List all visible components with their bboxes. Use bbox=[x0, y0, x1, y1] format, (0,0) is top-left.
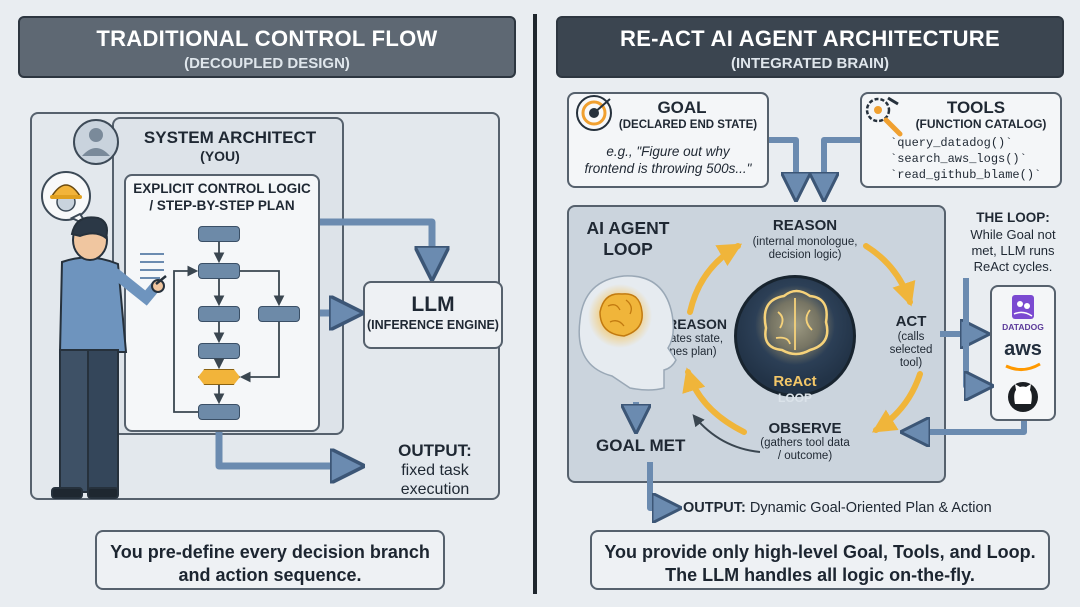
right-output-label: OUTPUT: bbox=[683, 500, 746, 516]
left-output-line1: fixed task bbox=[401, 462, 469, 479]
architect-sub: (YOU) bbox=[200, 148, 240, 164]
right-output-text: Dynamic Goal-Oriented Plan & Action bbox=[749, 500, 992, 516]
right-subtitle: (INTEGRATED BRAIN) bbox=[730, 55, 890, 72]
agent-loop-line2: LOOP bbox=[603, 239, 653, 259]
brain-icon bbox=[755, 285, 835, 365]
act-label: ACT bbox=[895, 313, 927, 330]
flow-step-branch bbox=[258, 306, 300, 322]
flow-step-1 bbox=[198, 226, 240, 242]
control-logic-line2: / STEP-BY-STEP PLAN bbox=[149, 198, 295, 213]
reason-line1: (internal monologue, bbox=[752, 236, 858, 248]
head-brain-icon bbox=[578, 275, 677, 391]
left-subtitle: (DECOUPLED DESIGN) bbox=[184, 55, 350, 72]
control-logic-line1: EXPLICIT CONTROL LOGIC bbox=[133, 181, 311, 196]
datadog-label: DATADOG bbox=[1002, 322, 1044, 332]
notes-list-icon bbox=[140, 253, 164, 279]
aws-smile-icon bbox=[1005, 362, 1041, 371]
goal-output-arrows bbox=[636, 402, 676, 508]
right-caption-line1: You provide only high-level Goal, Tools,… bbox=[604, 542, 1036, 562]
flow-step-3 bbox=[198, 306, 240, 322]
the-loop-label: THE LOOP: bbox=[976, 210, 1050, 225]
core-sub: LOOP bbox=[777, 391, 812, 405]
llm-sub: (INFERENCE ENGINE) bbox=[367, 318, 499, 332]
left-caption: You pre-define every decision branch and… bbox=[95, 530, 445, 590]
llm-box bbox=[363, 281, 503, 349]
left-flow-arrows bbox=[215, 218, 432, 466]
observe-return-arrow bbox=[692, 414, 761, 453]
agent-loop-line1: AI AGENT bbox=[586, 218, 670, 238]
aws-label: aws bbox=[1004, 338, 1042, 360]
github-icon bbox=[1008, 382, 1038, 412]
right-output-line: OUTPUT: Dynamic Goal-Oriented Plan & Act… bbox=[683, 500, 992, 516]
flow-connectors bbox=[173, 242, 285, 413]
the-loop-line3: ReAct cycles. bbox=[973, 259, 1053, 274]
tools-function-3: `read_github_blame()` bbox=[890, 168, 1042, 182]
architect-figure bbox=[51, 216, 167, 499]
right-title-banner: RE-ACT AI AGENT ARCHITECTURE (INTEGRATED… bbox=[556, 16, 1064, 78]
core-label: ReAct bbox=[773, 373, 817, 390]
observe-line2: / outcome) bbox=[777, 450, 833, 462]
flow-decision bbox=[198, 369, 240, 385]
observe-line1: (gathers tool data bbox=[760, 437, 850, 449]
architect-label: SYSTEM ARCHITECT bbox=[143, 128, 317, 147]
left-title: TRADITIONAL CONTROL FLOW bbox=[96, 26, 438, 51]
right-caption-line2: The LLM handles all logic on-the-fly. bbox=[665, 565, 975, 585]
target-goal-icon bbox=[576, 95, 612, 131]
left-caption-line1: You pre-define every decision branch bbox=[110, 542, 430, 562]
the-loop-line2: met, LLM runs bbox=[971, 243, 1055, 258]
tools-function-2: `search_aws_logs()` bbox=[890, 152, 1027, 166]
the-loop-line1: While Goal not bbox=[970, 227, 1056, 242]
reason-line2: decision logic) bbox=[768, 249, 842, 261]
architect-avatar-icon bbox=[73, 119, 119, 165]
flow-step-5 bbox=[198, 404, 240, 420]
goal-sub: (DECLARED END STATE) bbox=[618, 119, 758, 131]
act-line1: (calls bbox=[897, 331, 925, 343]
reason-label: REASON bbox=[772, 217, 838, 234]
service-arrows bbox=[906, 278, 1027, 432]
right-caption: You provide only high-level Goal, Tools,… bbox=[590, 530, 1050, 590]
llm-label: LLM bbox=[411, 293, 455, 316]
input-arrows bbox=[769, 137, 860, 196]
hardhat-bubble-icon bbox=[41, 171, 91, 229]
left-title-banner: TRADITIONAL CONTROL FLOW (DECOUPLED DESI… bbox=[18, 16, 516, 78]
gear-wrench-icon bbox=[865, 96, 903, 137]
tools-box bbox=[860, 92, 1062, 188]
act-line2: selected bbox=[889, 344, 933, 356]
observe-label: OBSERVE bbox=[768, 420, 842, 437]
center-divider bbox=[533, 14, 537, 594]
act-line3: tool) bbox=[899, 357, 923, 369]
goal-example-line1: e.g., "Figure out why bbox=[606, 144, 730, 159]
right-title: RE-ACT AI AGENT ARCHITECTURE bbox=[620, 26, 1000, 51]
tools-function-1: `query_datadog()` bbox=[890, 136, 1013, 150]
left-output-line2: execution bbox=[400, 481, 470, 498]
goal-label: GOAL bbox=[657, 98, 707, 117]
goal-example-line2: frontend is throwing 500s..." bbox=[584, 161, 752, 176]
tools-label: TOOLS bbox=[946, 98, 1006, 117]
goal-met-label: GOAL MET bbox=[596, 436, 686, 455]
left-caption-line2: and action sequence. bbox=[178, 565, 362, 585]
loop-arrows bbox=[682, 243, 923, 435]
flow-step-2 bbox=[198, 263, 240, 279]
datadog-icon bbox=[1012, 295, 1034, 319]
left-output-label: OUTPUT: bbox=[398, 441, 472, 460]
tools-sub: (FUNCTION CATALOG) bbox=[915, 117, 1047, 131]
